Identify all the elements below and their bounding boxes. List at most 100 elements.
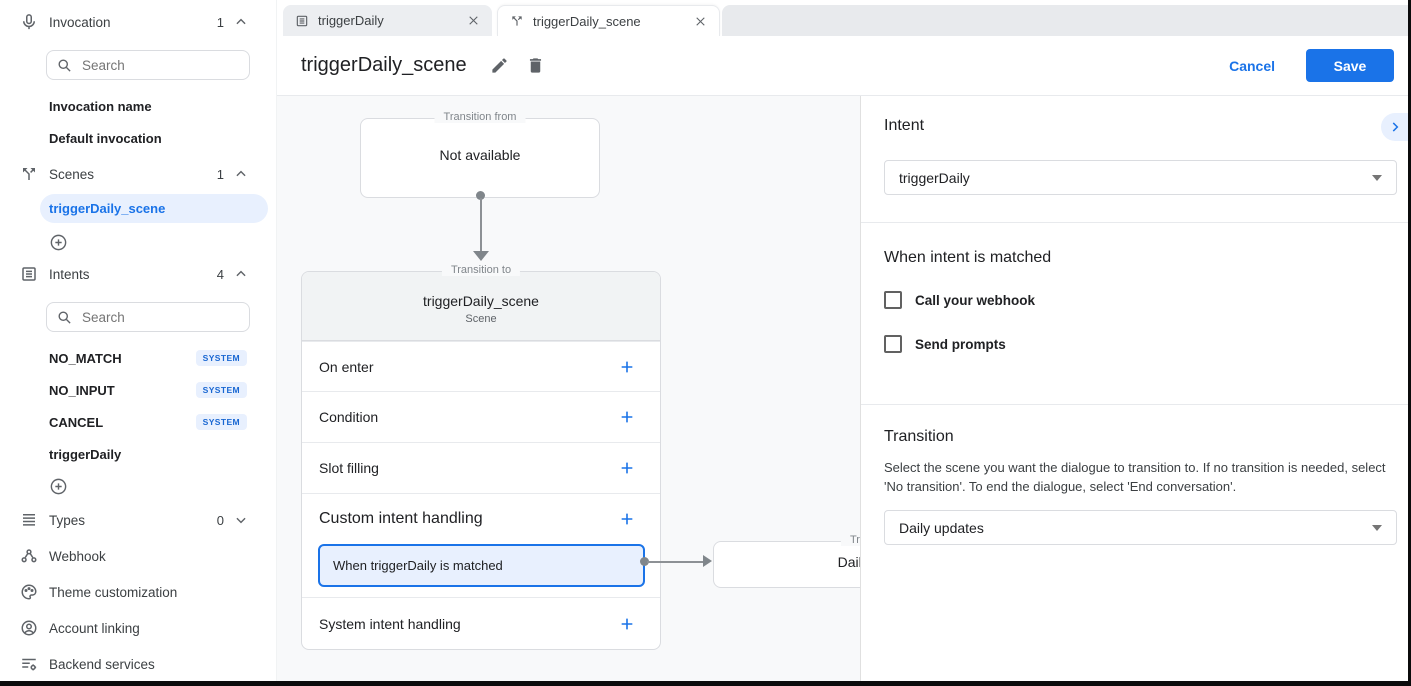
sidebar-item-triggerdaily-scene[interactable]: triggerDaily_scene <box>40 194 268 223</box>
dropdown-caret-icon <box>1372 524 1382 531</box>
node-body: Not available <box>439 147 521 163</box>
chevron-right-icon <box>1392 122 1398 132</box>
item-label: triggerDaily <box>49 446 122 462</box>
transition-from-node[interactable]: Transition from Not available <box>360 111 600 198</box>
collapse-panel-button[interactable] <box>1381 113 1408 141</box>
cancel-button[interactable]: Cancel <box>1229 57 1275 74</box>
section-count: 1 <box>216 14 224 30</box>
checkbox-unchecked-icon[interactable] <box>884 335 902 353</box>
scene-split-icon <box>510 14 524 28</box>
tab-triggerdaily[interactable]: triggerDaily <box>283 5 492 36</box>
add-scene-button[interactable] <box>0 230 276 254</box>
sidebar-item-account-linking[interactable]: Account linking <box>0 614 276 642</box>
section-count: 4 <box>216 266 224 282</box>
tab-label: triggerDaily_scene <box>533 13 641 29</box>
node-legend: Transition from <box>434 111 526 123</box>
search-icon <box>58 311 71 324</box>
sidebar-item-default-invocation[interactable]: Default invocation <box>0 126 276 150</box>
delete-icon[interactable] <box>526 56 545 75</box>
palette-icon <box>20 583 38 601</box>
intents-search-input[interactable] <box>82 309 239 325</box>
divider <box>861 404 1408 405</box>
send-prompts-checkbox-row[interactable]: Send prompts <box>884 335 1397 353</box>
sidebar-item-backend-services[interactable]: Backend services <box>0 650 276 678</box>
edit-icon[interactable] <box>490 56 509 75</box>
connector-dot <box>640 557 649 566</box>
scene-row-on-enter[interactable]: On enter <box>302 341 660 391</box>
invocation-search-input[interactable] <box>82 57 239 73</box>
section-label: Scenes <box>49 166 95 182</box>
add-intent-button[interactable] <box>0 474 276 498</box>
sidebar-item-no-match[interactable]: NO_MATCH SYSTEM <box>0 346 276 370</box>
connector-dot <box>476 191 485 200</box>
scene-canvas: Transition from Not available Transition… <box>277 96 860 681</box>
arrow-right-icon <box>703 555 712 567</box>
system-badge: SYSTEM <box>195 414 247 430</box>
add-icon[interactable] <box>619 359 635 375</box>
node-legend: Transition to <box>840 534 860 546</box>
workspace: Transition from Not available Transition… <box>277 96 1408 681</box>
section-count: 1 <box>216 166 224 182</box>
call-webhook-checkbox-row[interactable]: Call your webhook <box>884 291 1397 309</box>
checkbox-label: Call your webhook <box>915 292 1036 308</box>
sidebar-item-cancel[interactable]: CANCEL SYSTEM <box>0 410 276 434</box>
scene-card-header: triggerDaily_scene Scene <box>302 272 660 341</box>
sidebar-item-no-input[interactable]: NO_INPUT SYSTEM <box>0 378 276 402</box>
close-icon[interactable] <box>467 14 480 27</box>
custom-intent-row[interactable]: Custom intent handling <box>302 494 660 544</box>
checkbox-label: Send prompts <box>915 336 1006 352</box>
intent-detail-panel: Intent triggerDaily When intent is match… <box>860 96 1408 681</box>
scene-row-system-intent-handling[interactable]: System intent handling <box>302 597 660 649</box>
section-label: Types <box>49 512 86 528</box>
add-icon[interactable] <box>619 409 635 425</box>
add-circle-icon <box>50 234 67 250</box>
sidebar-section-intents[interactable]: Intents 4 <box>0 260 276 288</box>
node-legend: Transition to <box>441 264 521 276</box>
row-label: System intent handling <box>319 615 461 632</box>
intent-select[interactable]: triggerDaily <box>884 160 1397 195</box>
scene-row-custom-intent-handling: Custom intent handling When triggerDaily… <box>302 493 660 597</box>
dropdown-caret-icon <box>1372 174 1382 181</box>
selected-intent-handler-node[interactable]: When triggerDaily is matched <box>318 544 645 587</box>
sidebar-section-types[interactable]: Types 0 <box>0 506 276 534</box>
intent-doc-icon <box>295 14 309 28</box>
page-title: triggerDaily_scene <box>301 54 467 76</box>
sidebar-section-scenes[interactable]: Scenes 1 <box>0 160 276 188</box>
transition-select[interactable]: Daily updates <box>884 510 1397 545</box>
row-label: Condition <box>319 409 379 425</box>
divider <box>861 222 1408 223</box>
transition-target-node[interactable]: Transition to Daily updates <box>713 534 860 588</box>
sidebar-item-webhook[interactable]: Webhook <box>0 542 276 570</box>
scene-row-slot-filling[interactable]: Slot filling <box>302 442 660 493</box>
save-button[interactable]: Save <box>1306 49 1394 82</box>
sidebar-item-theme-customization[interactable]: Theme customization <box>0 578 276 606</box>
tab-label: triggerDaily <box>318 13 384 28</box>
item-label: Account linking <box>49 620 140 636</box>
intent-heading: Intent <box>884 117 925 134</box>
sidebar: Invocation 1 Invocation name Default inv… <box>0 0 277 681</box>
title-bar: triggerDaily_scene Cancel Save <box>277 36 1408 96</box>
checkbox-unchecked-icon[interactable] <box>884 291 902 309</box>
system-badge: SYSTEM <box>195 382 247 398</box>
tab-triggerdaily-scene[interactable]: triggerDaily_scene <box>497 5 720 36</box>
chevron-down-icon <box>234 513 248 527</box>
item-label: NO_MATCH <box>49 350 122 366</box>
scene-row-condition[interactable]: Condition <box>302 391 660 442</box>
sidebar-section-invocation[interactable]: Invocation 1 <box>0 8 276 36</box>
item-label: Theme customization <box>49 584 178 600</box>
intents-search <box>46 302 250 332</box>
webhook-icon <box>20 547 38 565</box>
section-label: Invocation <box>49 14 111 30</box>
scene-card: Transition to triggerDaily_scene Scene O… <box>301 264 661 650</box>
item-label: Invocation name <box>49 98 152 114</box>
close-icon[interactable] <box>694 15 707 28</box>
arrow-down-icon <box>473 251 489 261</box>
section-label: Intents <box>49 266 90 282</box>
sidebar-item-triggerdaily[interactable]: triggerDaily <box>0 442 276 466</box>
item-label: Default invocation <box>49 130 162 146</box>
intents-list-icon <box>20 265 38 283</box>
sidebar-item-invocation-name[interactable]: Invocation name <box>0 94 276 118</box>
add-icon[interactable] <box>619 616 635 632</box>
add-icon[interactable] <box>619 511 635 527</box>
add-icon[interactable] <box>619 460 635 476</box>
